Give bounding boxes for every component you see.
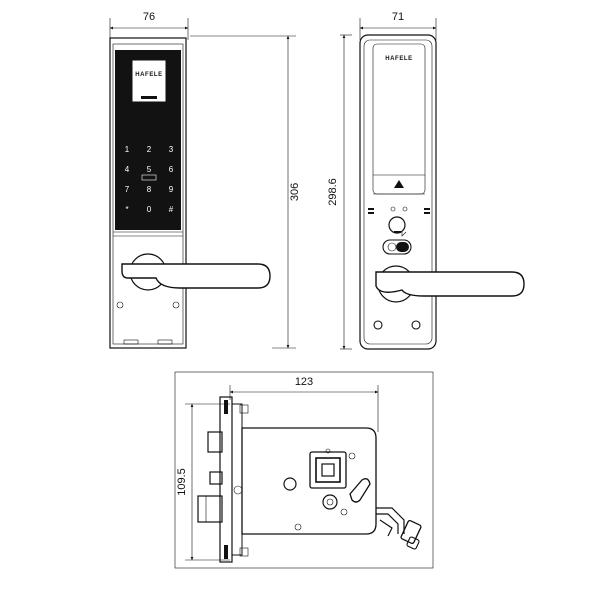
side-height-label: 298.6 bbox=[327, 178, 339, 206]
card-reader-icon bbox=[141, 174, 157, 181]
display-glass bbox=[372, 43, 426, 195]
up-arrow-icon bbox=[394, 180, 404, 188]
mode-toggle-switch bbox=[382, 239, 412, 255]
side-brand-logo: HAFELE bbox=[385, 56, 413, 62]
screw-icon bbox=[294, 523, 302, 531]
side-view: 71 HAFELE bbox=[327, 11, 525, 350]
front-height-label: 306 bbox=[289, 183, 301, 201]
key-cylinder-icon bbox=[388, 216, 406, 234]
side-width-label: 71 bbox=[392, 11, 404, 23]
keypad-key-1: 2 bbox=[147, 145, 152, 154]
cylinder-cam bbox=[349, 478, 371, 503]
keypad-key-10: 0 bbox=[147, 205, 152, 214]
mortise-case bbox=[241, 427, 377, 535]
screw-icon bbox=[340, 508, 348, 516]
keypad-key-11: # bbox=[169, 205, 174, 214]
dead-bolt bbox=[197, 495, 223, 523]
keypad-digits: 1 2 3 4 5 6 7 8 9 * 0 # bbox=[125, 145, 174, 214]
side-plate bbox=[359, 34, 437, 350]
keypad-key-2: 3 bbox=[169, 145, 174, 154]
wire-connector bbox=[400, 519, 422, 545]
keypad-key-4: 5 bbox=[147, 165, 152, 174]
keypad-key-9: * bbox=[125, 205, 128, 214]
keypad-key-0: 1 bbox=[125, 145, 130, 154]
front-view: 76 HAFELE 1 2 3 4 5 6 7 8 9 * 0 # 306 bbox=[109, 11, 301, 349]
mortise-frame bbox=[174, 371, 434, 569]
mortise-width-label: 123 bbox=[295, 376, 313, 388]
keypad-key-5: 6 bbox=[169, 165, 174, 174]
mortise-view: 123 109.5 bbox=[174, 371, 434, 569]
front-width-label: 76 bbox=[143, 11, 155, 23]
keypad-key-6: 7 bbox=[125, 185, 130, 194]
front-plate bbox=[109, 37, 187, 349]
keypad-key-3: 4 bbox=[125, 165, 130, 174]
keypad-key-7: 8 bbox=[147, 185, 152, 194]
screw-icon bbox=[348, 452, 356, 460]
side-lever-handle bbox=[375, 271, 525, 297]
spindle-hub bbox=[309, 451, 347, 489]
fingerprint-module bbox=[131, 59, 167, 103]
screw-icon bbox=[116, 301, 124, 309]
mortise-height-label: 109.5 bbox=[176, 468, 188, 496]
latch-bolt bbox=[207, 431, 223, 453]
front-lever-handle bbox=[121, 263, 271, 289]
front-brand-logo: HAFELE bbox=[135, 72, 163, 78]
screw-icon bbox=[233, 485, 243, 495]
screw-icon bbox=[172, 301, 180, 309]
auxiliary-bolt bbox=[209, 471, 223, 485]
keypad-key-8: 9 bbox=[169, 185, 174, 194]
screw-icon bbox=[411, 320, 421, 330]
screw-icon bbox=[373, 320, 383, 330]
